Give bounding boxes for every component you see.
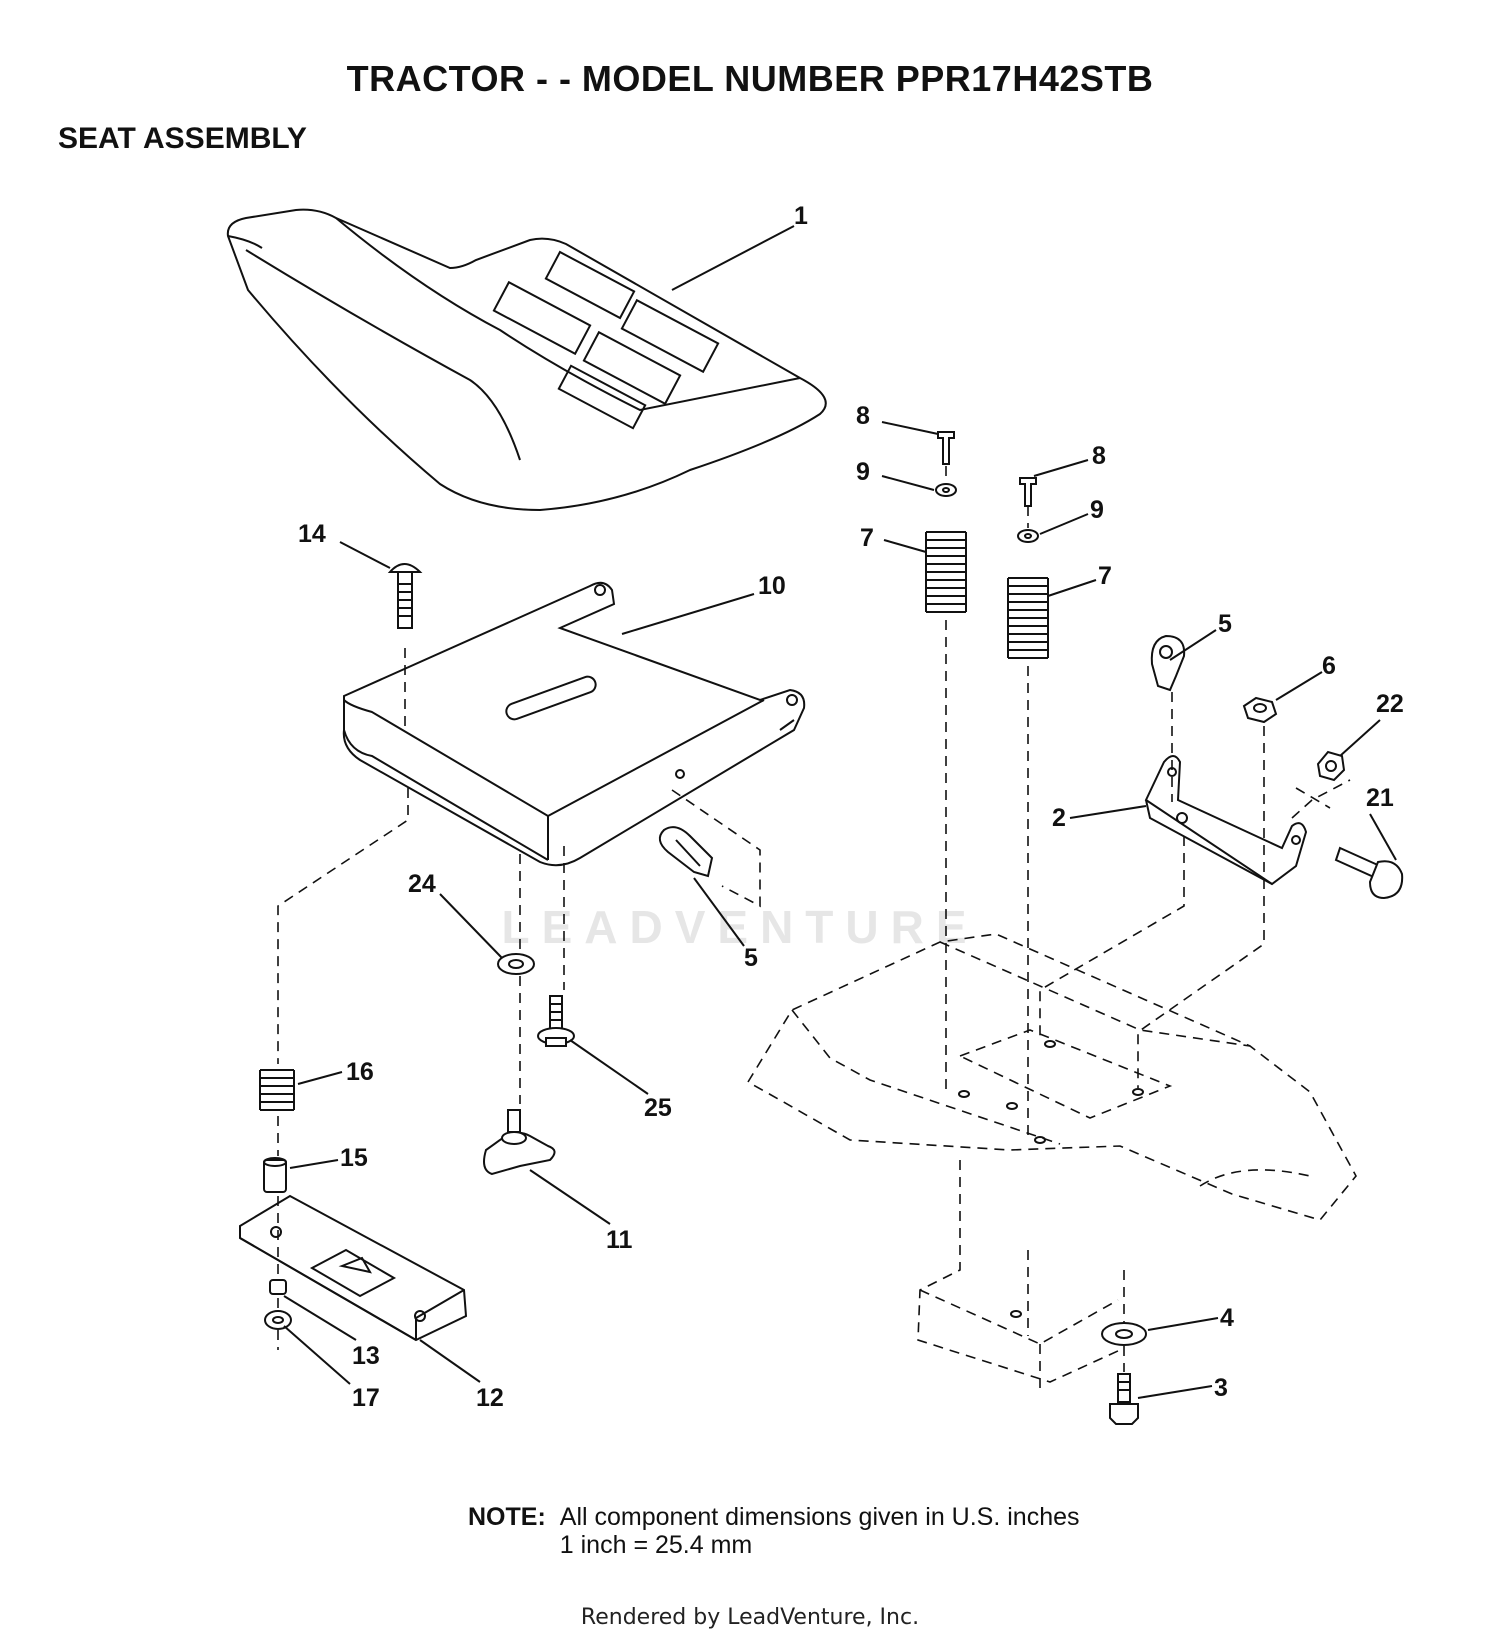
slide-rail[interactable] xyxy=(239,1194,468,1342)
assembly-lines xyxy=(277,466,1351,1372)
shoulder-bolt[interactable] xyxy=(537,995,575,1047)
flat-washer[interactable] xyxy=(1101,1322,1147,1346)
callout-25: 25 xyxy=(644,1094,672,1122)
callout-4: 4 xyxy=(1220,1304,1234,1332)
watermark: LEADVENTURE xyxy=(501,901,979,953)
callout-24: 24 xyxy=(408,870,436,898)
callout-16: 16 xyxy=(346,1058,374,1086)
carriage-bolt[interactable] xyxy=(387,563,423,629)
washer[interactable] xyxy=(497,953,535,975)
spring-small[interactable] xyxy=(259,1069,295,1111)
flange-nut-17[interactable] xyxy=(264,1310,292,1330)
callout-9-left: 9 xyxy=(856,458,870,486)
note-line-2: 1 inch = 25.4 mm xyxy=(559,1531,753,1559)
callout-11: 11 xyxy=(606,1226,633,1254)
render-credit: Rendered by LeadVenture, Inc. xyxy=(580,1605,920,1630)
callout-10: 10 xyxy=(758,572,786,600)
hex-bolt[interactable] xyxy=(1334,846,1404,900)
note-lines: All component dimensions given in U.S. i… xyxy=(560,1503,1080,1559)
callout-5-left: 5 xyxy=(744,944,758,972)
callout-5-right: 5 xyxy=(1218,610,1232,638)
callout-1: 1 xyxy=(794,202,808,230)
seat-pan[interactable] xyxy=(342,581,806,867)
note-label: NOTE: xyxy=(468,1503,546,1531)
hex-bolt-bottom[interactable] xyxy=(1109,1373,1139,1425)
clip-right[interactable] xyxy=(1150,634,1186,692)
callout-12: 12 xyxy=(476,1384,504,1412)
callout-labels: 1 2 3 4 5 5 6 7 7 8 8 9 9 10 11 12 13 14… xyxy=(298,202,1404,1412)
washer-left[interactable] xyxy=(935,483,957,497)
seat[interactable] xyxy=(226,208,827,512)
section-title: SEAT ASSEMBLY xyxy=(58,122,307,155)
callout-7-left: 7 xyxy=(860,524,874,552)
pin-left[interactable] xyxy=(937,431,955,465)
callout-8-left: 8 xyxy=(856,402,870,430)
tractor-body-outline xyxy=(746,933,1357,1390)
leader-lines xyxy=(283,225,1397,1399)
callout-9-right: 9 xyxy=(1090,496,1104,524)
knob[interactable] xyxy=(483,1109,556,1176)
callout-22: 22 xyxy=(1376,690,1404,718)
callout-21: 21 xyxy=(1366,784,1394,812)
callout-17: 17 xyxy=(352,1384,380,1412)
washer-right[interactable] xyxy=(1017,529,1039,543)
hex-nut[interactable] xyxy=(1316,750,1346,782)
callout-8-right: 8 xyxy=(1092,442,1106,470)
spring-left[interactable] xyxy=(925,531,967,613)
dimension-note: NOTE: All component dimensions given in … xyxy=(468,1503,1080,1559)
note-line-1: All component dimensions given in U.S. i… xyxy=(559,1503,1080,1531)
spring-right[interactable] xyxy=(1007,577,1049,659)
clip-left[interactable] xyxy=(658,826,714,878)
callout-14: 14 xyxy=(298,520,326,548)
spacer[interactable] xyxy=(263,1157,287,1193)
diagram-title: TRACTOR - - MODEL NUMBER PPR17H42STB xyxy=(346,58,1154,99)
callout-6: 6 xyxy=(1322,652,1336,680)
callout-3: 3 xyxy=(1214,1374,1228,1402)
callout-2: 2 xyxy=(1052,804,1066,832)
callout-7-right: 7 xyxy=(1098,562,1112,590)
callout-15: 15 xyxy=(340,1144,368,1172)
nut-13[interactable] xyxy=(269,1279,287,1295)
pivot-bracket[interactable] xyxy=(1144,755,1308,886)
callout-13: 13 xyxy=(352,1342,380,1370)
pin-right[interactable] xyxy=(1019,477,1037,507)
lock-nut[interactable] xyxy=(1242,696,1278,724)
